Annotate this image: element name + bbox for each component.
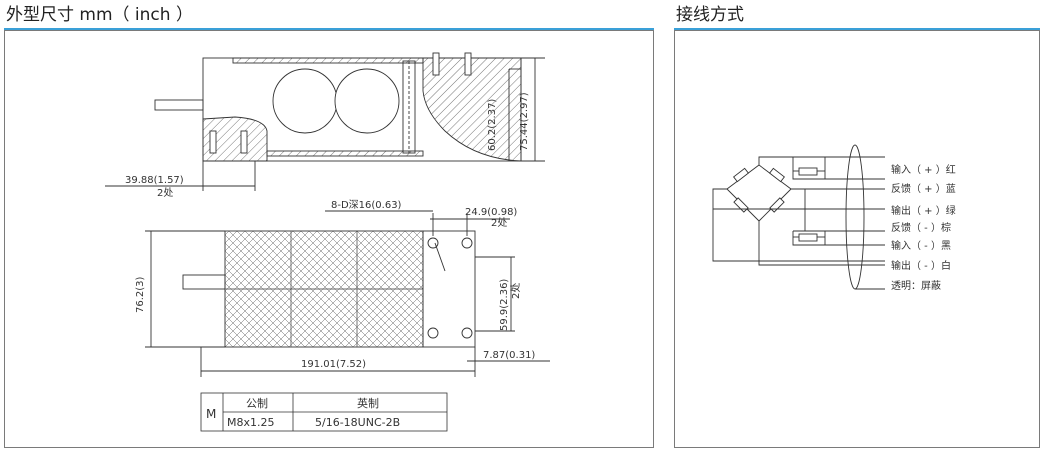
dim-height-76-2: 76.2(3) (135, 276, 146, 313)
table-value-metric: M8x1.25 (227, 416, 275, 429)
dim-width-39-88: 39.88(1.57) (125, 175, 184, 186)
bridge-circuit (712, 144, 885, 290)
dim-note-2x-c: 2处 (510, 283, 522, 299)
wire-output-plus: 输出（ + ）绿 (891, 204, 956, 217)
dim-height-60-2: 60.2(2.37) (487, 99, 498, 151)
wire-input-minus: 输入（ - ）黑 (891, 239, 951, 252)
side-view (105, 52, 545, 191)
dim-width-191: 191.01(7.52) (301, 359, 366, 370)
dim-hole-label: 8-D深16(0.63) (331, 199, 402, 211)
dimension-drawing: 60.2(2.37) 75.44(2.97) 39.88(1.57) 2处 (105, 52, 550, 432)
plan-view (145, 210, 550, 377)
dim-width-7-87: 7.87(0.31) (483, 350, 535, 361)
left-title-rule (4, 28, 654, 30)
dim-note-2x-a: 2处 (157, 187, 173, 199)
table-m-label: M (206, 407, 216, 421)
right-title-rule (674, 28, 1040, 30)
dim-width-24-9: 24.9(0.98) (465, 207, 517, 218)
wiring-panel: 输入（ + ）红 反馈（ + ）蓝 输出（ + ）绿 反馈（ - ）棕 输入（ … (674, 30, 1040, 448)
thread-table (200, 392, 448, 432)
table-value-imperial: 5/16-18UNC-2B (315, 416, 400, 429)
wire-feedback-plus: 反馈（ + ）蓝 (891, 182, 956, 195)
wire-feedback-minus: 反馈（ - ）棕 (891, 221, 951, 234)
dim-height-59-9: 59.9(2.36) (499, 279, 510, 331)
dim-height-75-44: 75.44(2.97) (519, 92, 530, 151)
wire-shield: 透明：屏蔽 (891, 280, 941, 292)
wire-input-plus: 输入（ + ）红 (891, 163, 956, 176)
dim-note-2x-b: 2处 (491, 217, 507, 229)
right-panel-title: 接线方式 (676, 5, 744, 25)
table-header-metric: 公制 (246, 397, 268, 410)
dimensions-panel: 60.2(2.37) 75.44(2.97) 39.88(1.57) 2处 (4, 30, 654, 448)
table-header-imperial: 英制 (357, 396, 379, 410)
wiring-diagram: 输入（ + ）红 反馈（ + ）蓝 输出（ + ）绿 反馈（ - ）棕 输入（ … (712, 144, 956, 292)
wire-output-minus: 输出（ - ）白 (891, 259, 951, 272)
left-panel-title: 外型尺寸 mm（ inch ） (6, 5, 193, 25)
